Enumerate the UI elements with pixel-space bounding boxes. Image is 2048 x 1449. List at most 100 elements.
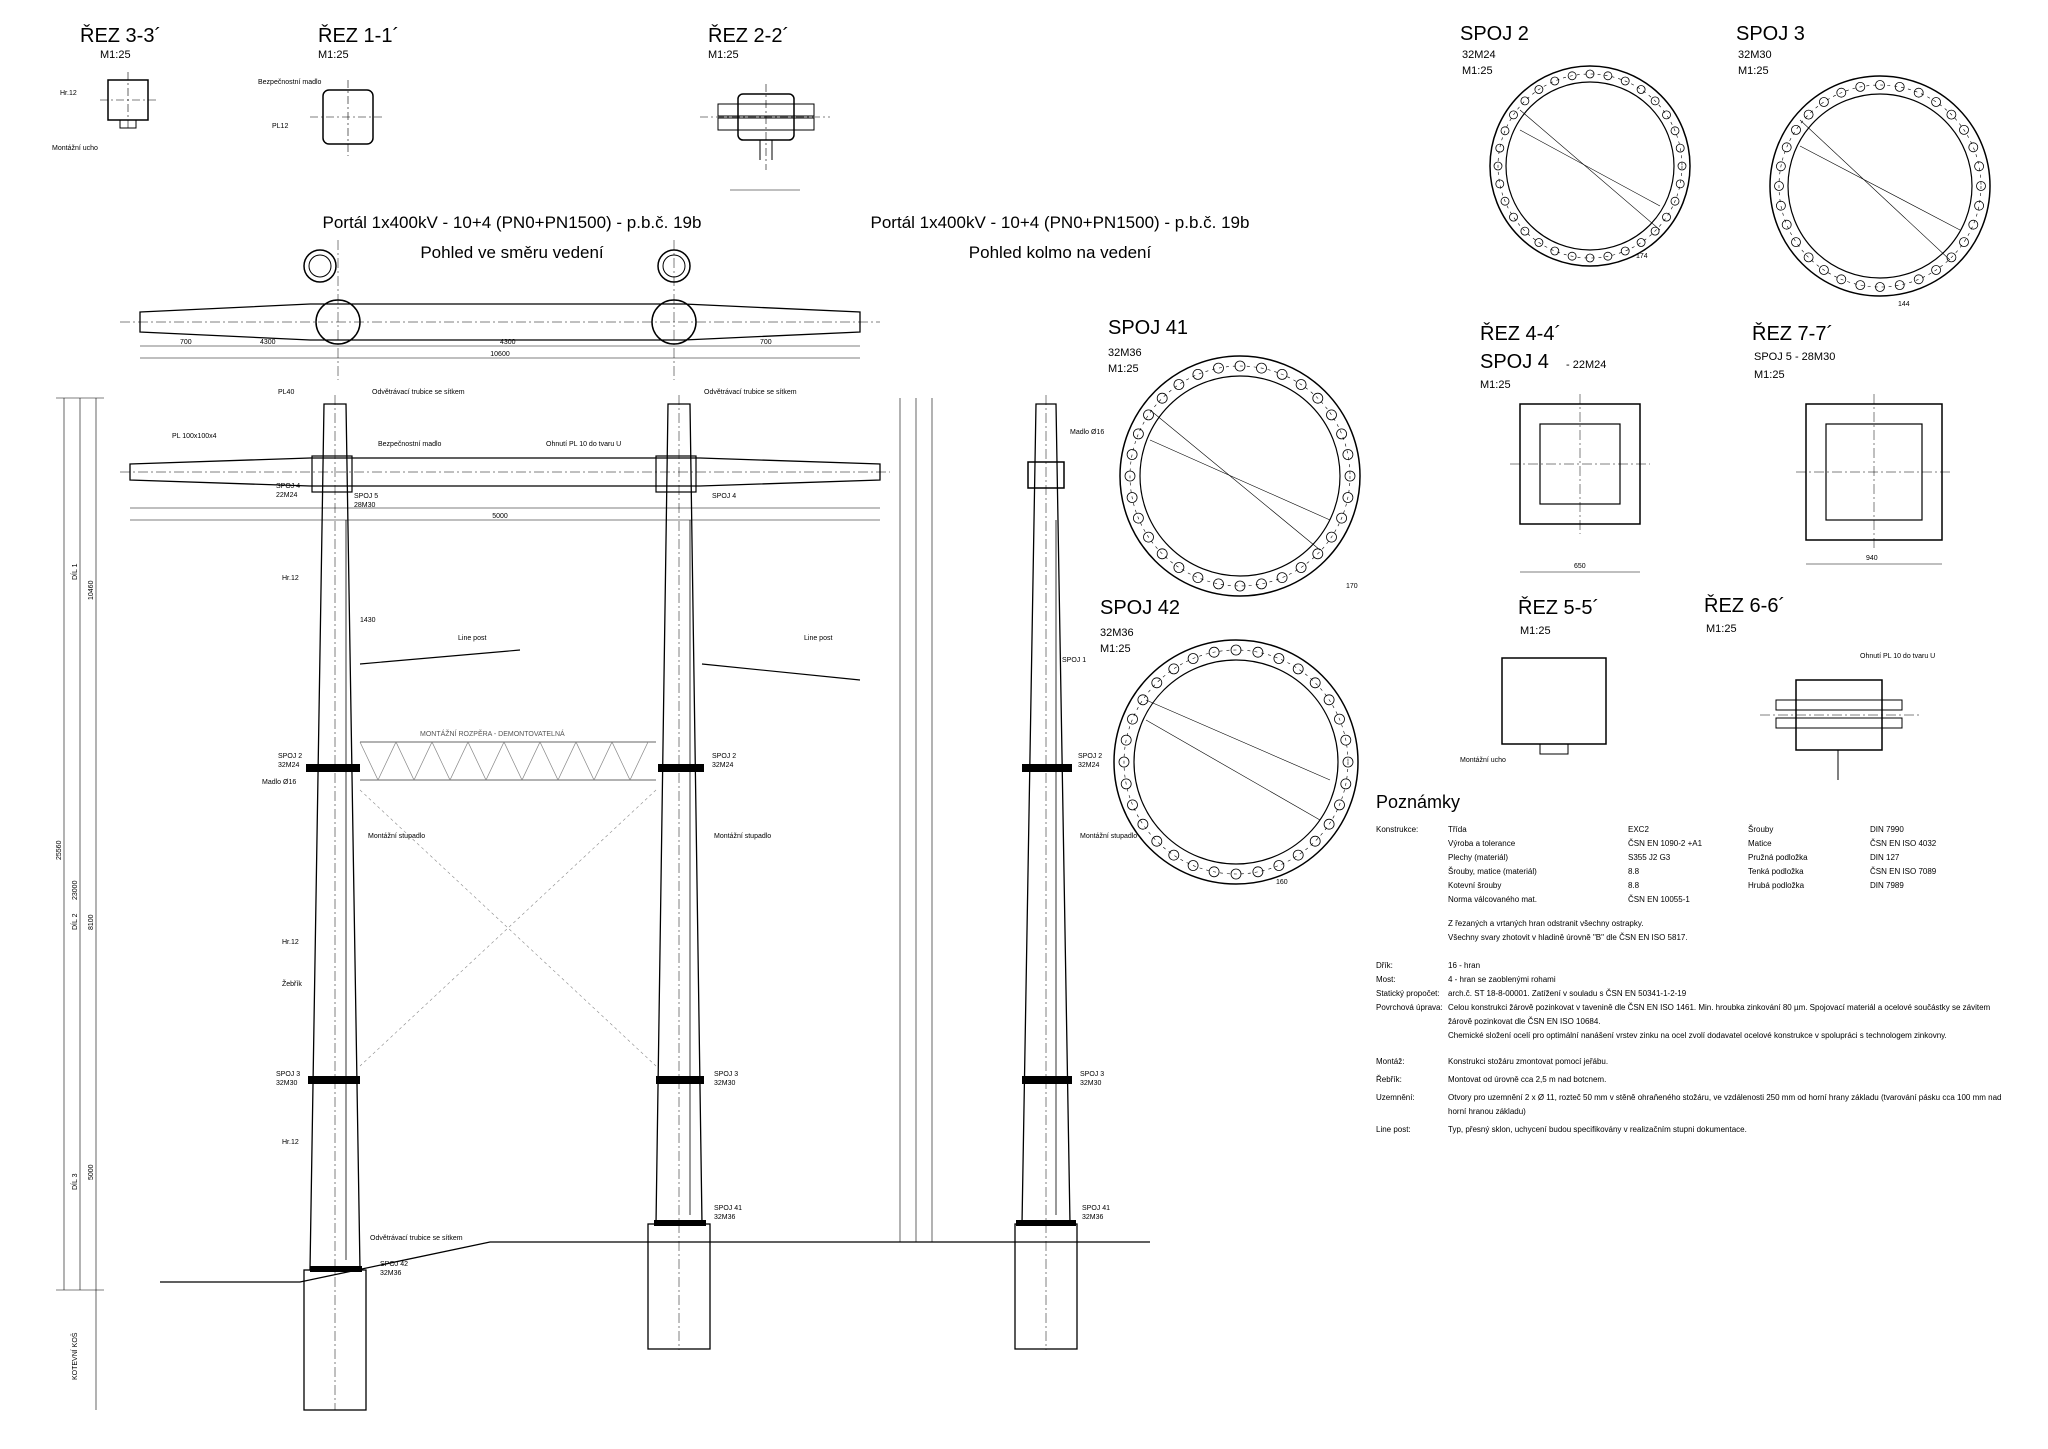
bolt-hole	[1534, 238, 1544, 247]
nr-3-v: ČSN EN ISO 7089	[1870, 867, 1937, 876]
bolt-hole	[1336, 512, 1347, 524]
side-view: Madlo Ø16 SPOJ 1 SPOJ 2 32M24 Montážní s…	[1014, 395, 1137, 1350]
side-madlo: Madlo Ø16	[1070, 429, 1104, 436]
ni-0-k: Dřík:	[1376, 961, 1393, 970]
rez-3-3-ucho: Montážní ucho	[52, 145, 98, 152]
bolt-hole	[1151, 835, 1163, 847]
rez-3-3-title: ŘEZ 3-3´	[80, 24, 161, 47]
bolt-hole	[1273, 860, 1285, 871]
ni-10-v: Typ, přesný sklon, uchycení budou specif…	[1448, 1125, 1747, 1134]
bolt-hole	[1976, 181, 1986, 191]
bolt-hole	[1234, 360, 1246, 372]
ni-10-k: Line post:	[1376, 1125, 1411, 1134]
bolt-hole	[1974, 200, 1984, 211]
front-right-stupadlo: Montážní stupadlo	[714, 833, 771, 840]
nl-3-v: 8.8	[1628, 867, 1640, 876]
front-left-spoj2a: SPOJ 2	[278, 753, 302, 760]
bolt-hole	[1585, 69, 1595, 79]
ni-2-k: Statický propočet:	[1376, 989, 1440, 998]
bolt-hole	[1213, 362, 1224, 374]
rez-4-4-section: ŘEZ 4-4´ SPOJ 4 - 22M24 M1:25 650	[1480, 322, 1650, 573]
bolt-hole	[1677, 161, 1687, 171]
bolt-hole	[1550, 246, 1560, 256]
bolt-hole	[1493, 161, 1503, 171]
rez-6-6-scale: M1:25	[1706, 623, 1737, 635]
front-left-spoj3a: SPOJ 3	[276, 1071, 300, 1078]
ni-7-v: Montovat od úrovně cca 2,5 m nad botcnem…	[1448, 1075, 1606, 1084]
bolt-hole	[1803, 252, 1814, 263]
nl-4-k: Kotevní šrouby	[1448, 881, 1501, 890]
rez-4-4-bolts: - 22M24	[1566, 359, 1606, 371]
nr-1-k: Matice	[1748, 839, 1772, 848]
rez-1-1-title: ŘEZ 1-1´	[318, 24, 399, 47]
front-right-tube: Odvětrávací trubice se sítkem	[704, 389, 797, 396]
dim-total-height: 25560	[56, 840, 63, 860]
rez-3-3-scale: M1:25	[100, 49, 131, 61]
rez-6-6-title: ŘEZ 6-6´	[1704, 594, 1785, 617]
bolt-hole	[1855, 82, 1866, 92]
nr-4-v: DIN 7989	[1870, 881, 1904, 890]
front-left-bend: Ohnutí PL 10 do tvaru U	[546, 441, 621, 448]
side-spoj41a: SPOJ 41	[1082, 1205, 1110, 1212]
rez-4-4-subtitle: SPOJ 4	[1480, 351, 1549, 373]
truss-bridge: MONTÁŽNÍ ROZPĚRA - DEMONTOVATELNÁ	[359, 729, 657, 1067]
bolt-hole	[1312, 548, 1324, 560]
bolt-hole	[1534, 85, 1544, 94]
nr-1-v: ČSN EN ISO 4032	[1870, 839, 1937, 848]
linepost-right: Line post	[804, 635, 832, 642]
bolt-hole	[1230, 868, 1242, 880]
rez-7-7-title: ŘEZ 7-7´	[1752, 322, 1833, 345]
nl-3-k: Šrouby, matice (materiál)	[1448, 867, 1537, 876]
ni-9-v: horní hranou základu)	[1448, 1107, 1526, 1116]
linepost-left: Line post	[458, 635, 486, 642]
front-left-stupadlo: Montážní stupadlo	[368, 833, 425, 840]
rez-3-3-hr12: Hr.12	[60, 90, 77, 97]
bolt-hole	[1133, 512, 1144, 524]
bolt-hole	[1342, 492, 1354, 503]
bolt-hole	[1855, 280, 1866, 291]
bolt-hole	[1791, 237, 1801, 248]
bolt-hole	[1168, 849, 1180, 861]
bolt-hole	[1968, 142, 1979, 153]
nr-0-k: Šrouby	[1748, 825, 1773, 834]
bolt-hole	[1836, 87, 1847, 98]
bolt-hole	[1567, 251, 1577, 261]
front-arm-dim: 1430	[360, 617, 376, 624]
spoj3-title: SPOJ 3	[1736, 23, 1805, 45]
bolt-hole	[1509, 212, 1518, 222]
notes-p1: Z řezaných a vrtaných hran odstranit vše…	[1448, 919, 1644, 928]
front-left-pl100: PL 100x100x4	[172, 433, 217, 440]
side-spoj41b: 32M36	[1082, 1214, 1104, 1221]
label-dil2: DÍL 2	[70, 913, 79, 930]
nr-2-v: DIN 127	[1870, 853, 1900, 862]
bolt-hole	[1791, 124, 1801, 135]
bolt-hole	[1213, 578, 1224, 590]
bolt-hole	[1803, 109, 1814, 120]
bolt-hole	[1495, 143, 1505, 153]
ni-3-k: Povrchová úprava:	[1376, 1003, 1443, 1012]
spoj42-dim: 160	[1276, 879, 1288, 886]
bolt-hole	[1156, 548, 1168, 560]
ni-8-k: Uzemnění:	[1376, 1093, 1415, 1102]
plan-dim-8: 700	[760, 339, 772, 346]
notes-heading: Poznámky	[1376, 792, 1460, 812]
front-right-spoj41a: SPOJ 41	[714, 1205, 742, 1212]
rez-5-5-scale: M1:25	[1520, 625, 1551, 637]
bolt-hole	[1120, 734, 1132, 746]
front-view-heading: Portál 1x400kV - 10+4 (PN0+PN1500) - p.b…	[323, 213, 702, 262]
bolt-hole	[1520, 226, 1530, 236]
side-stupadlo: Montážní stupadlo	[1080, 833, 1137, 840]
spoj2-flange: SPOJ 2 32M24 M1:25 174	[1460, 23, 1691, 267]
nl-1-v: ČSN EN 1090-2 +A1	[1628, 839, 1703, 848]
bolt-hole	[1836, 274, 1847, 285]
front-left-pl40: PL40	[278, 389, 294, 396]
bolt-hole	[1340, 734, 1352, 746]
bolt-hole	[1776, 200, 1786, 211]
rez-2-2-scale: M1:25	[708, 49, 739, 61]
front-left-spoj3b: 32M30	[276, 1080, 298, 1087]
front-left-hr12a: Hr.12	[282, 575, 299, 582]
bolt-hole	[1781, 219, 1792, 230]
front-spoj5a: SPOJ 5	[354, 493, 378, 500]
label-kotevni: KOTEVNÍ KOŠ	[70, 1332, 79, 1380]
bolt-hole	[1875, 80, 1885, 90]
